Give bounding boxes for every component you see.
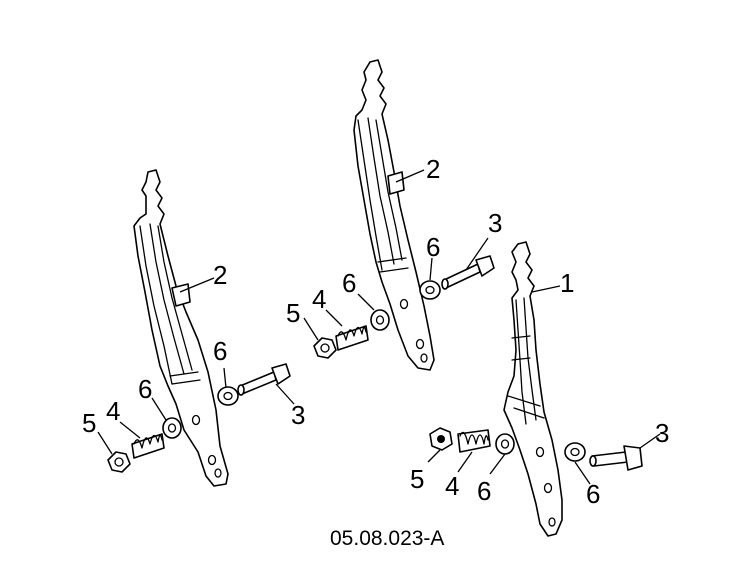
left-assembly: [97, 169, 295, 487]
middle-washer-lower: [370, 309, 390, 331]
right-spring: [457, 429, 491, 453]
callout-5-right: 5: [410, 464, 424, 494]
left-washer-upper: [217, 386, 239, 406]
right-washer-bolt-side: [564, 442, 586, 462]
callout-3-middle: 3: [488, 208, 502, 238]
right-assembly: [427, 241, 661, 537]
right-nut: [429, 427, 453, 451]
middle-assembly: [303, 59, 495, 371]
callout-4-middle: 4: [312, 284, 326, 314]
left-washer-lower: [162, 417, 182, 439]
left-lever-bracket: [133, 169, 229, 487]
callout-2-middle: 2: [426, 154, 440, 184]
callout-4-left: 4: [106, 396, 120, 426]
callout-4-right: 4: [445, 471, 459, 501]
middle-bolt: [441, 255, 495, 290]
right-bolt: [589, 445, 643, 471]
middle-nut: [313, 337, 337, 359]
callout-5-left: 5: [82, 408, 96, 438]
figure-code: 05.08.023-A: [330, 527, 444, 550]
left-spring: [131, 433, 165, 459]
right-washer-spring-side: [495, 433, 515, 455]
middle-washer-upper: [419, 280, 441, 300]
right-lever-bracket: [503, 241, 563, 537]
callout-6-middle-lower: 6: [342, 268, 356, 298]
callout-6-right-outer: 6: [586, 479, 600, 509]
left-nut: [107, 451, 131, 473]
callout-6-right-inner: 6: [477, 476, 491, 506]
left-bolt: [237, 363, 291, 396]
callout-6-left-upper: 6: [213, 336, 227, 366]
callout-3-left: 3: [291, 400, 305, 430]
middle-lever-bracket: [353, 59, 435, 371]
callout-2-left: 2: [213, 260, 227, 290]
middle-spring: [335, 325, 369, 351]
callout-6-left-lower: 6: [138, 374, 152, 404]
callout-5-middle: 5: [286, 298, 300, 328]
callout-1: 1: [560, 268, 574, 298]
callout-6-middle-upper: 6: [426, 232, 440, 262]
callout-3-right: 3: [655, 418, 669, 448]
